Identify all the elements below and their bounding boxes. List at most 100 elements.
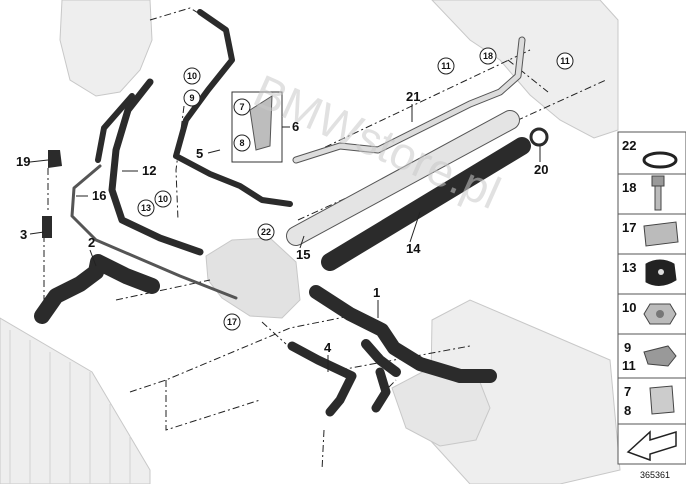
callout-14: 14	[406, 241, 421, 256]
circle-callout	[233, 134, 251, 152]
hose-clamp-icon	[643, 221, 679, 247]
reference-number: 365361	[640, 470, 670, 480]
circled-callout-13: 13	[141, 203, 151, 213]
callout-15: 15	[296, 247, 310, 262]
pipes	[286, 36, 549, 271]
legend-label-22: 22	[622, 138, 636, 153]
hoses	[34, 9, 497, 417]
leader-line	[207, 149, 221, 154]
callout-21: 21	[406, 89, 420, 104]
circle-callout	[257, 223, 275, 241]
circle-callout	[556, 52, 574, 70]
circled-callout-17: 17	[227, 317, 237, 327]
circle-callout	[479, 47, 497, 65]
hose-5	[173, 9, 293, 207]
callout-4: 4	[324, 340, 332, 355]
legend-label-11: 11	[622, 358, 636, 373]
assembly-line	[297, 49, 531, 161]
circled-callout-11b: 11	[560, 56, 570, 66]
arrow-icon	[626, 430, 677, 462]
callout-19: 19	[16, 154, 30, 169]
callout-3: 3	[20, 227, 27, 242]
circle-callout	[183, 67, 201, 85]
circled-callout-11a: 11	[441, 61, 451, 71]
leader-lines	[29, 104, 541, 372]
leader-line	[409, 211, 421, 243]
circle-callout	[223, 313, 241, 331]
radiator	[0, 317, 151, 484]
pipe-15	[287, 111, 519, 245]
assembly-line	[115, 279, 211, 301]
circle-callout	[233, 98, 251, 116]
legend-panel: 22 18 17 13 10 9 11 7 8	[617, 131, 686, 465]
legend-label-9: 9	[624, 340, 631, 355]
hose-12	[108, 78, 204, 256]
legend-label-7: 7	[624, 384, 631, 399]
circle-callout	[437, 57, 455, 75]
hose-12-branch	[95, 93, 135, 163]
hose-4	[287, 341, 357, 417]
legend-label-17: 17	[622, 220, 636, 235]
circled-callout-labels: 10 9 7 8 18 11 11 13 10 22 17	[141, 51, 570, 327]
legend-label-10: 10	[622, 300, 636, 315]
assembly-line	[261, 321, 287, 345]
o-ring-icon	[642, 151, 678, 169]
nut-hole-icon	[656, 310, 664, 318]
circled-callout-9: 9	[189, 93, 194, 103]
circled-callout-10b: 10	[158, 194, 168, 204]
circle-callout	[154, 190, 172, 208]
sensor-19	[48, 150, 62, 168]
circled-callout-22: 22	[261, 227, 271, 237]
engine-block-top	[431, 0, 619, 139]
background-components	[0, 0, 621, 484]
hose-4-branch	[371, 367, 391, 413]
expansion-tank	[59, 0, 153, 97]
callout-5: 5	[196, 146, 203, 161]
mount-hole-icon	[658, 269, 664, 275]
o-ring-20	[529, 127, 549, 147]
bolt-icon	[651, 175, 665, 211]
legend-label-18: 18	[622, 180, 636, 195]
assembly-line	[129, 315, 351, 393]
hose-1	[309, 285, 497, 383]
bolt-head-icon	[651, 175, 665, 187]
bracket-6	[249, 95, 273, 151]
engine-block-bottom	[429, 299, 621, 484]
circle-callout	[137, 199, 155, 217]
callout-2: 2	[88, 235, 95, 250]
circled-callouts	[137, 47, 574, 331]
pipe-14	[321, 137, 531, 271]
leader-line	[29, 231, 45, 235]
clip-icon	[643, 345, 677, 367]
holder-icon	[649, 385, 675, 415]
assembly-line	[165, 380, 261, 431]
assembly-line	[321, 429, 325, 471]
legend-label-13: 13	[622, 260, 636, 275]
sensor-3	[42, 216, 52, 238]
circled-callout-7: 7	[239, 102, 244, 112]
hose-2	[34, 254, 160, 324]
radiator-fins	[9, 330, 131, 484]
pipe-16	[70, 164, 238, 300]
callout-labels: 1 2 3 4 5 6 12 14 15 16 19 20 21	[16, 89, 548, 355]
assembly-line	[149, 7, 201, 21]
callout-16: 16	[92, 188, 106, 203]
leader-line	[29, 159, 49, 163]
callout-1: 1	[373, 285, 380, 300]
pipe-21	[293, 37, 525, 163]
hose-1-branch	[361, 339, 401, 377]
circled-callout-18: 18	[483, 51, 493, 61]
circled-callout-10: 10	[187, 71, 197, 81]
legend-label-8: 8	[624, 403, 631, 418]
callout-20: 20	[534, 162, 548, 177]
circled-callout-8: 8	[239, 138, 244, 148]
bolt-shank-icon	[654, 185, 662, 211]
leader-line	[89, 249, 97, 267]
water-pump	[205, 237, 301, 319]
circle-callout	[183, 89, 201, 107]
leader-line	[299, 235, 305, 249]
assembly-line	[507, 59, 549, 93]
callout-12: 12	[142, 163, 156, 178]
